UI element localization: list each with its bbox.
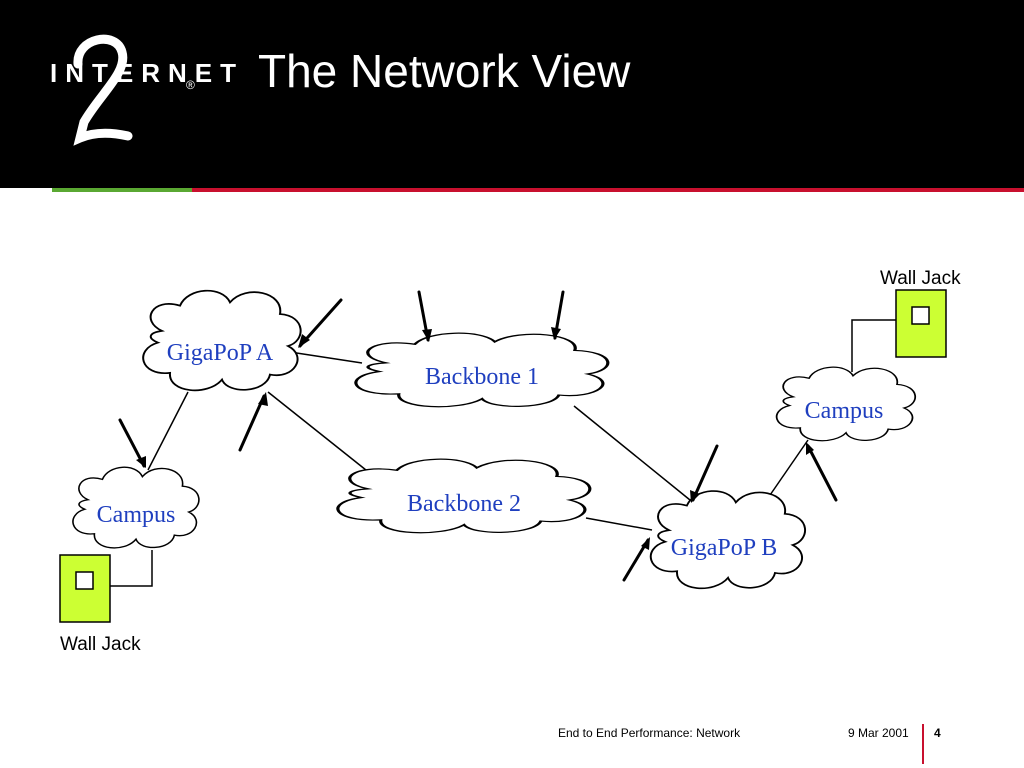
footer-divider: [922, 724, 924, 764]
link-campus-walljack-left: [110, 550, 153, 587]
header-bar: [0, 0, 1024, 188]
arrowhead-gigapopa-topright: [298, 334, 310, 348]
header-accent-red: [192, 188, 1024, 192]
arrowheads: [136, 327, 814, 550]
arrowhead-backbone1-right: [551, 327, 561, 340]
link-campus-walljack-right: [851, 319, 896, 372]
label-gigapop-b: GigaPoP B: [671, 535, 777, 561]
footer-page-number: 4: [934, 726, 941, 740]
label-campus-left: Campus: [97, 502, 176, 528]
label-gigapop-a: GigaPoP A: [167, 340, 274, 366]
label-backbone-1: Backbone 1: [425, 364, 539, 390]
arrow-gigapopb-top: [691, 444, 719, 502]
arrowhead-gigapopa-bottom: [258, 392, 268, 406]
link-gigapopb-campus: [767, 439, 809, 499]
link-gigapopa-backbone2: [267, 391, 377, 479]
footer-title: End to End Performance: Network: [558, 726, 741, 740]
logo-wordmark: INTERNET: [50, 58, 244, 88]
header-accent-green: [52, 188, 192, 192]
link-gigapopa-campus: [147, 391, 189, 471]
label-backbone-2: Backbone 2: [407, 491, 521, 517]
wall-jack-right: [895, 289, 947, 358]
arrowhead-gigapopb-top: [690, 490, 700, 503]
link-gigapopa-backbone1: [289, 351, 363, 364]
wall-jack-label-left: Wall Jack: [60, 634, 141, 655]
network-diagram: GigaPoP A Backbone 1 Backbone 2 GigaPoP …: [59, 289, 947, 623]
arrow-gigapopa-bottom: [238, 394, 266, 452]
arrowhead-campus-right: [806, 442, 814, 455]
arrowhead-campus-left: [136, 456, 146, 468]
logo-registered-mark: ®: [186, 78, 195, 92]
internet2-logo-icon: [73, 34, 133, 146]
footer-date: 9 Mar 2001: [848, 726, 909, 740]
link-backbone2-gigapopb: [585, 517, 653, 531]
wall-jack-label-right: Wall Jack: [880, 268, 961, 289]
wall-jack-left: [59, 554, 111, 623]
arrowhead-backbone1-left: [422, 329, 432, 342]
link-backbone1-gigapopb: [573, 405, 691, 501]
label-campus-right: Campus: [805, 398, 884, 424]
arrowhead-gigapopb-bottom: [641, 537, 650, 550]
arrow-campus-left: [118, 418, 146, 468]
page-title: The Network View: [258, 45, 631, 97]
arrow-campus-right: [806, 444, 838, 502]
